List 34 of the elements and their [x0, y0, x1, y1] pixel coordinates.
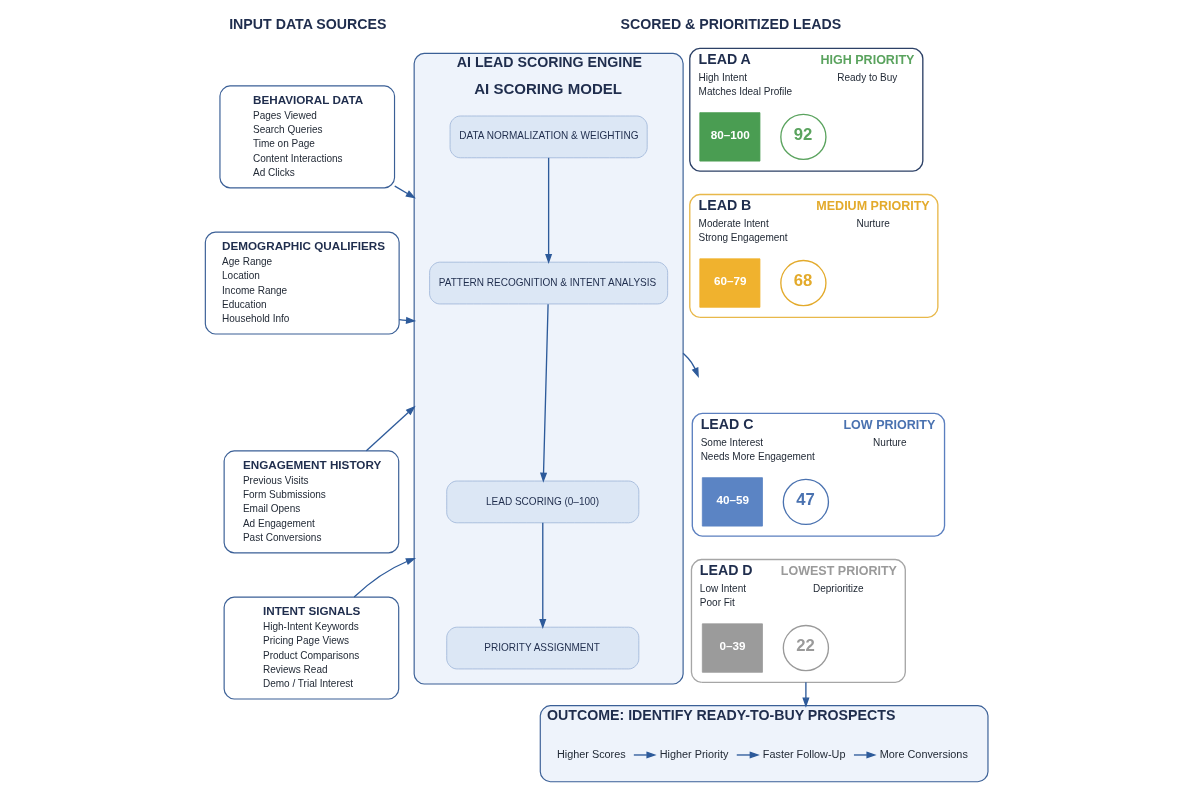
arrow — [540, 303, 549, 483]
arrow — [353, 558, 417, 598]
node-box: DEMOGRAPHIC QUALIFIERS Age Range Location Income Range Education Household Info — [204, 231, 400, 335]
arrow — [633, 751, 657, 759]
node-text: Faster Follow-Up — [762, 747, 846, 760]
arrow — [539, 522, 547, 630]
arrow — [682, 352, 699, 378]
node-box: LEAD SCORING (0–100) — [446, 480, 640, 524]
arrow — [398, 316, 417, 324]
arrow — [802, 681, 810, 708]
label: INPUT DATA SOURCES — [229, 16, 387, 33]
arrow — [736, 751, 760, 759]
node-box: 40–59 — [701, 477, 763, 527]
arrow — [394, 185, 416, 199]
node-box: PRIORITY ASSIGNMENT — [446, 626, 640, 670]
node-box: BEHAVIORAL DATA Pages Viewed Search Queries Time on Page Content Interactions Ad Clicks — [219, 85, 396, 189]
node-box: 0–39 — [701, 623, 763, 673]
node-box: 60–79 — [699, 258, 761, 308]
node-text: More Conversions — [879, 747, 968, 760]
node-box: INTENT SIGNALS High-Intent Keywords Pricing Page Views Product Comparisons Reviews Read Demo / Trial Interest — [223, 596, 400, 700]
node-text: Higher Priority — [659, 747, 729, 760]
label: SCORED & PRIORITIZED LEADS — [620, 16, 842, 33]
arrow — [853, 751, 877, 759]
node-box: DATA NORMALIZATION & WEIGHTING — [449, 115, 648, 159]
node-text: Higher Scores — [556, 747, 626, 760]
arrow — [365, 405, 416, 452]
node-circle: 92 — [780, 113, 827, 161]
node-circle: 47 — [782, 478, 830, 526]
node-circle: 68 — [780, 259, 827, 307]
node-box: 80–100 — [699, 112, 761, 162]
arrow — [545, 157, 553, 265]
node-circle: 22 — [782, 624, 830, 672]
node-box: ENGAGEMENT HISTORY Previous Visits Form Submissions Email Opens Ad Engagement Past Conversions — [223, 450, 400, 554]
node-box: PATTERN RECOGNITION & INTENT ANALYSIS — [429, 261, 669, 305]
